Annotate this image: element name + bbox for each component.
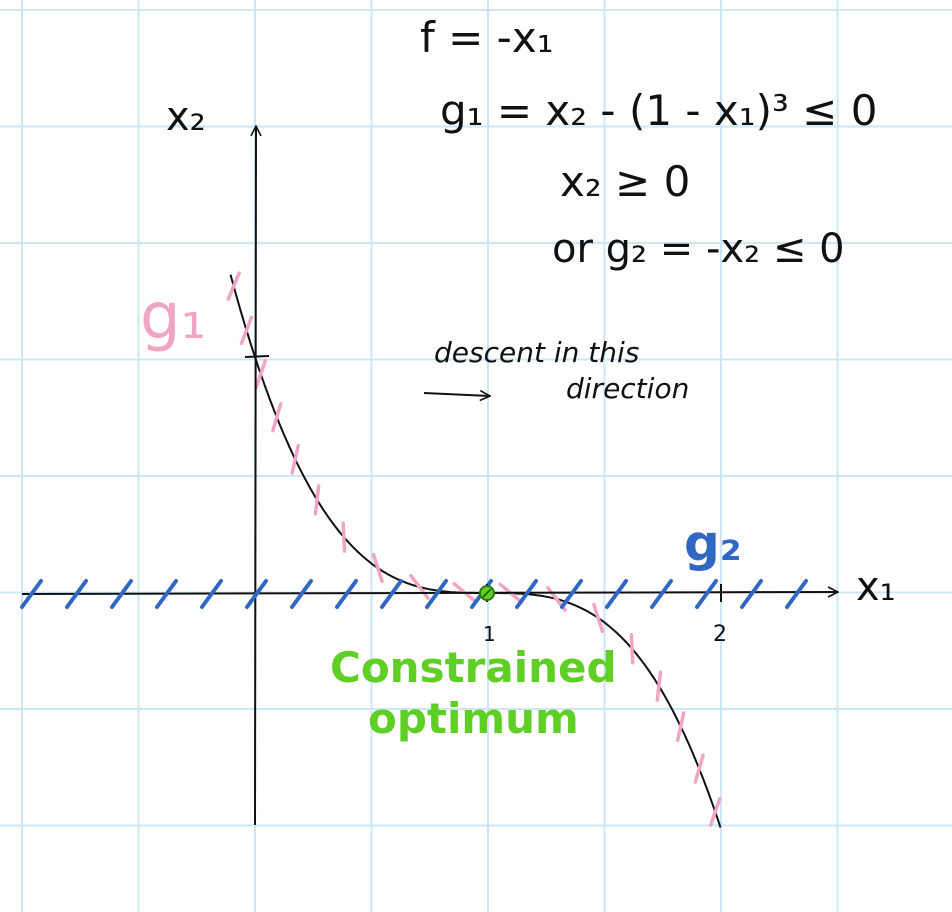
g1-hatch-mark (409, 574, 430, 600)
x2-axis-label: x₂ (166, 94, 206, 140)
g1-hatch-mark (629, 633, 635, 665)
g2-hatch-mark (605, 579, 628, 609)
g1-hatch-mark (271, 401, 283, 433)
g2-hatch-mark (245, 579, 268, 609)
x1-tick-label-1: 1 (483, 622, 496, 646)
descent-note-line1: descent in this (434, 336, 639, 369)
g2-hatch-mark (515, 579, 538, 609)
g2-hatch-mark (560, 579, 583, 609)
x1-axis-label: x₁ (856, 564, 896, 610)
g1-hatch-mark (254, 359, 268, 390)
g1-label: g₁ (140, 280, 206, 354)
g2-hatch-mark (785, 579, 808, 609)
g2-hatch-mark (695, 579, 718, 609)
descent-arrow (423, 393, 490, 396)
g1-equation: g₁ = x₂ - (1 - x₁)³ ≤ 0 (440, 86, 877, 135)
g1-hatch-mark (675, 711, 686, 742)
g2-hatch-mark (740, 579, 763, 609)
g1-hatch-mark (655, 670, 663, 702)
x2-nonneg-equation: x₂ ≥ 0 (560, 157, 690, 206)
g1-hatch-mark (693, 753, 705, 784)
optimum-label-line2: optimum (368, 694, 579, 743)
g1-hatch-mark (371, 552, 384, 584)
g2-hatch-mark (65, 579, 88, 609)
g1-hatch-mark (592, 602, 605, 634)
g2-hatch-mark (155, 579, 178, 609)
optimum-point-mark (482, 588, 492, 598)
g2-hatch-mark (335, 579, 358, 609)
objective-equation: f = -x₁ (420, 13, 554, 62)
x1-tick-label-2: 2 (713, 622, 727, 647)
g1-hatch-mark (313, 484, 321, 516)
g2-hatch-mark (425, 579, 448, 609)
g1-hatch-mark (708, 796, 722, 827)
g2-equation: or g₂ = -x₂ ≤ 0 (552, 226, 845, 272)
optimum-label-line1: Constrained (330, 643, 617, 692)
g2-hatch-mark (20, 579, 43, 609)
g2-hatch-mark (650, 579, 673, 609)
x2-tick-1 (244, 355, 270, 358)
g1-hatch-mark (341, 521, 347, 553)
g2-hatch-mark (380, 579, 403, 609)
x2-axis (255, 126, 256, 826)
g2-label: g₂ (684, 514, 742, 572)
g2-hatch-mark (110, 579, 133, 609)
descent-note-line2: direction (566, 372, 689, 405)
x1-axis (21, 592, 838, 594)
g2-hatch-mark (290, 579, 313, 609)
g1-hatch-mark (290, 443, 300, 475)
g1-hatch-mark (239, 315, 254, 346)
g2-hatching (20, 579, 808, 609)
g2-hatch-mark (200, 579, 223, 609)
g1-hatch-mark (226, 271, 241, 301)
